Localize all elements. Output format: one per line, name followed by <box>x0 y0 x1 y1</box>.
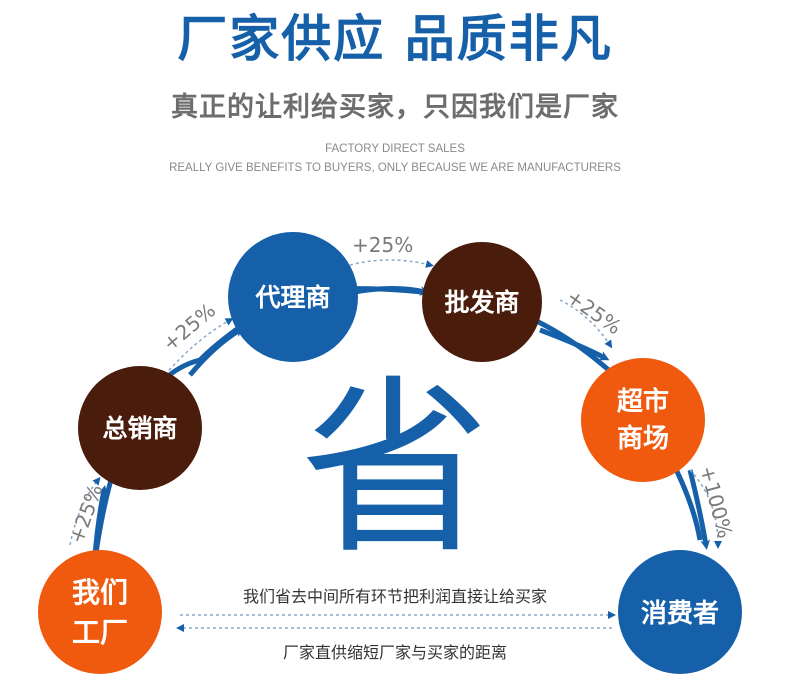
node-supermarket: 超市 商场 <box>581 358 705 482</box>
dotted-arc-3 <box>349 259 434 268</box>
markup-label-4: +25% <box>562 284 626 339</box>
node-wholesaler-label: 批发商 <box>444 288 519 317</box>
dotted-arc-1 <box>69 476 101 546</box>
english-tagline-1: FACTORY DIRECT SALES <box>325 143 465 155</box>
markup-label-3: +25% <box>352 233 413 257</box>
node-distributor: 总销商 <box>78 366 202 490</box>
note-bottom: 厂家直供缩短厂家与买家的距离 <box>283 643 507 662</box>
dotted-arc-2 <box>164 318 234 376</box>
page-subtitle: 真正的让利给买家，只因我们是厂家 <box>171 92 619 123</box>
node-consumer: 消费者 <box>618 550 742 674</box>
node-agent-label: 代理商 <box>254 283 330 312</box>
node-factory-label-2: 工厂 <box>72 616 128 649</box>
node-distributor-label: 总销商 <box>102 414 177 443</box>
node-wholesaler: 批发商 <box>422 242 542 362</box>
arrow-factory-to-distributor <box>92 485 108 556</box>
dotted-arc-5 <box>689 469 722 549</box>
arrow-wholesaler-to-supermarket <box>539 327 610 361</box>
english-tagline-2: REALLY GIVE BENEFITS TO BUYERS, ONLY BEC… <box>169 162 621 174</box>
note-top: 我们省去中间所有环节把利润直接让给买家 <box>243 587 547 606</box>
arrow-supermarket-to-consumer <box>687 469 711 550</box>
node-agent: 代理商 <box>228 232 358 362</box>
node-supermarket-label-2: 商场 <box>617 423 669 454</box>
node-factory: 我们 工厂 <box>38 550 162 674</box>
node-supermarket-label-1: 超市 <box>617 386 669 417</box>
arrow-agent-to-wholesaler <box>354 285 430 296</box>
node-factory-label-1: 我们 <box>72 576 128 609</box>
node-consumer-label: 消费者 <box>641 599 719 629</box>
center-character: 省 <box>300 359 490 580</box>
page-title: 厂家供应 品质非凡 <box>177 10 613 68</box>
arrow-distributor-to-agent <box>188 327 245 377</box>
dotted-arc-4 <box>559 299 613 349</box>
